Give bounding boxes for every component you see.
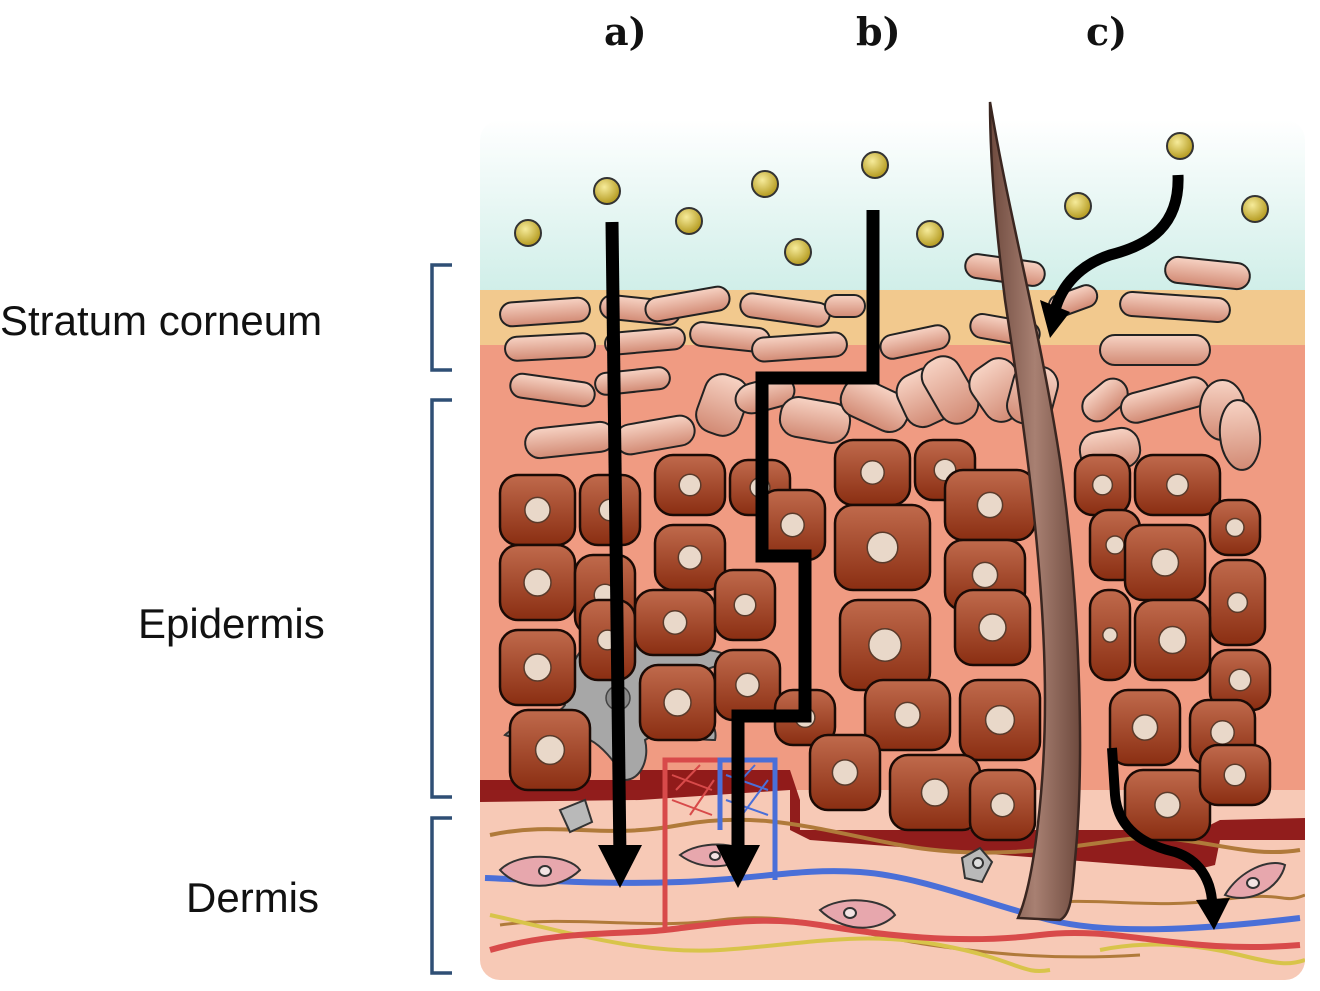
particle [1241,195,1269,223]
particle [751,170,779,198]
nucleus [1102,627,1118,643]
corneocyte [879,324,951,360]
keratinocytes [498,438,1272,842]
nucleus [735,672,760,698]
nucleus [1226,591,1249,614]
corneocyte [739,292,831,328]
basement-membrane [480,770,1305,870]
dermis-label: Dermis [186,874,319,921]
granular-cell [778,396,852,444]
nucleus [1105,535,1125,555]
nucleus [534,734,566,766]
immune-cells [558,798,994,884]
route-b-arrow [716,210,880,888]
corneocyte [509,372,596,408]
nucleus [1131,714,1159,741]
granular-cell [839,377,911,433]
blood-vessel-artery [489,917,1301,953]
nucleus [523,653,552,682]
corneocytes [499,253,1262,474]
corneocyte [1119,291,1231,323]
corneocyte [504,332,596,362]
nucleus [920,778,950,807]
nucleus [1158,625,1187,655]
nucleus [978,613,1007,642]
nucleus [1091,474,1114,496]
fibroblasts [498,843,1287,929]
corneocyte [499,296,591,328]
granular-cell [920,355,980,425]
nucleus [860,460,885,485]
route-b-label: b) [856,9,901,54]
particle [675,207,703,235]
nucleus [971,561,999,589]
layer-brackets [430,263,452,975]
nucleus [1150,548,1180,577]
route-a-label: a) [604,9,647,54]
corneocyte [644,285,731,323]
dermis-bracket [430,816,452,975]
nucleus [984,704,1016,736]
nucleus [662,610,688,635]
granular-cell [695,373,750,437]
nucleus [678,473,702,497]
corneocyte [1218,399,1262,471]
corneocyte [1099,334,1211,366]
particle [1166,132,1194,160]
epidermis-label: Epidermis [138,600,325,647]
corneocyte [1164,255,1251,291]
nucleus [976,491,1004,519]
capillary-loop [662,757,778,930]
route-c-label: c) [1086,9,1127,54]
particle [784,238,812,266]
drug-particles [514,132,1269,266]
epidermis-bracket [430,398,452,799]
nucleus [733,593,757,617]
stratum-corneum-bracket [430,263,452,372]
nucleus [868,628,902,662]
nucleus [990,792,1015,818]
corneocyte [604,326,686,356]
nucleus [1223,763,1247,787]
nucleus [831,759,859,786]
route-a-arrow [598,221,642,888]
particle [514,219,542,247]
corneocyte [1081,377,1129,423]
nucleus [866,531,899,564]
nucleus [523,568,552,597]
nucleus [1228,668,1252,692]
nucleus [1210,720,1235,745]
particle [593,177,621,205]
particle [1064,192,1092,220]
nucleus [894,701,921,729]
route-c-arrow-bottom [1107,747,1230,930]
corneocyte [751,331,848,363]
particle [916,220,944,248]
nucleus [1165,473,1190,497]
nucleus [677,545,703,570]
hair-shaft [988,101,1082,922]
stratum-corneum-label: Stratum corneum [0,297,322,344]
corneocyte [824,294,866,318]
particle [861,151,889,179]
nucleus [1154,791,1181,819]
nucleus [1225,517,1245,538]
nucleus [524,496,551,524]
nucleus [780,512,805,538]
route-c-arrow-top [1040,174,1184,338]
nucleus [663,688,692,717]
